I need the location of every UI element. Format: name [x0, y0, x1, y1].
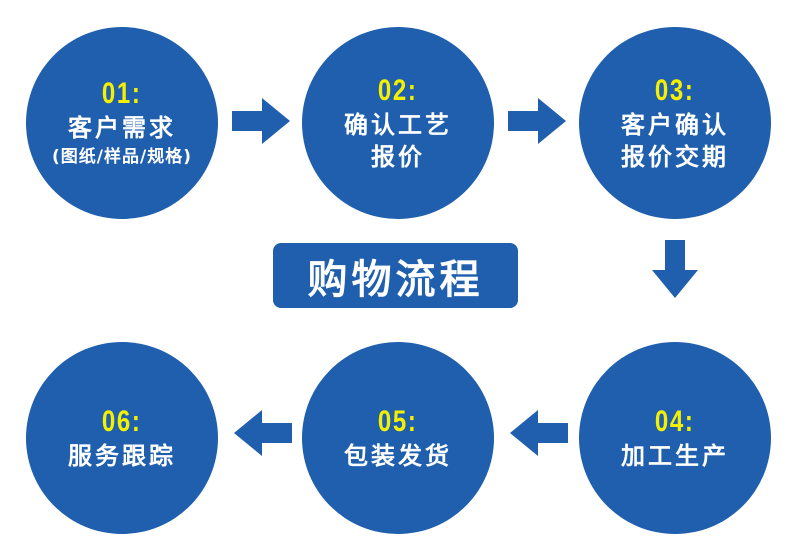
step-03-circle: 03: 客户确认 报价交期 — [579, 27, 771, 219]
step-label: 包装发货 — [344, 442, 452, 470]
arrow-left-icon — [234, 410, 292, 456]
step-number: 05: — [378, 405, 418, 438]
step-label: 服务跟踪 — [68, 442, 176, 470]
step-number: 03: — [655, 74, 695, 107]
step-number: 06: — [102, 405, 142, 438]
step-sublabel: (图纸/样品/规格) — [52, 147, 192, 167]
step-number: 04: — [655, 405, 695, 438]
diagram-title: 购物流程 — [273, 243, 518, 308]
step-number: 02: — [378, 74, 418, 107]
step-02-circle: 02: 确认工艺 报价 — [302, 27, 494, 219]
step-label-line2: 报价 — [371, 143, 425, 171]
step-label: 客户确认 — [621, 111, 729, 139]
step-05-circle: 05: 包装发货 — [302, 342, 494, 534]
step-01-circle: 01: 客户需求 (图纸/样品/规格) — [26, 27, 218, 219]
step-06-circle: 06: 服务跟踪 — [26, 342, 218, 534]
arrow-right-icon — [508, 98, 566, 144]
arrow-left-icon — [510, 410, 568, 456]
step-label: 客户需求 — [68, 114, 176, 142]
arrow-right-icon — [232, 98, 290, 144]
step-label: 确认工艺 — [344, 111, 452, 139]
step-04-circle: 04: 加工生产 — [579, 342, 771, 534]
step-number: 01: — [102, 77, 142, 110]
step-label: 加工生产 — [621, 442, 729, 470]
arrow-down-icon — [652, 240, 698, 298]
step-label-line2: 报价交期 — [621, 143, 729, 171]
